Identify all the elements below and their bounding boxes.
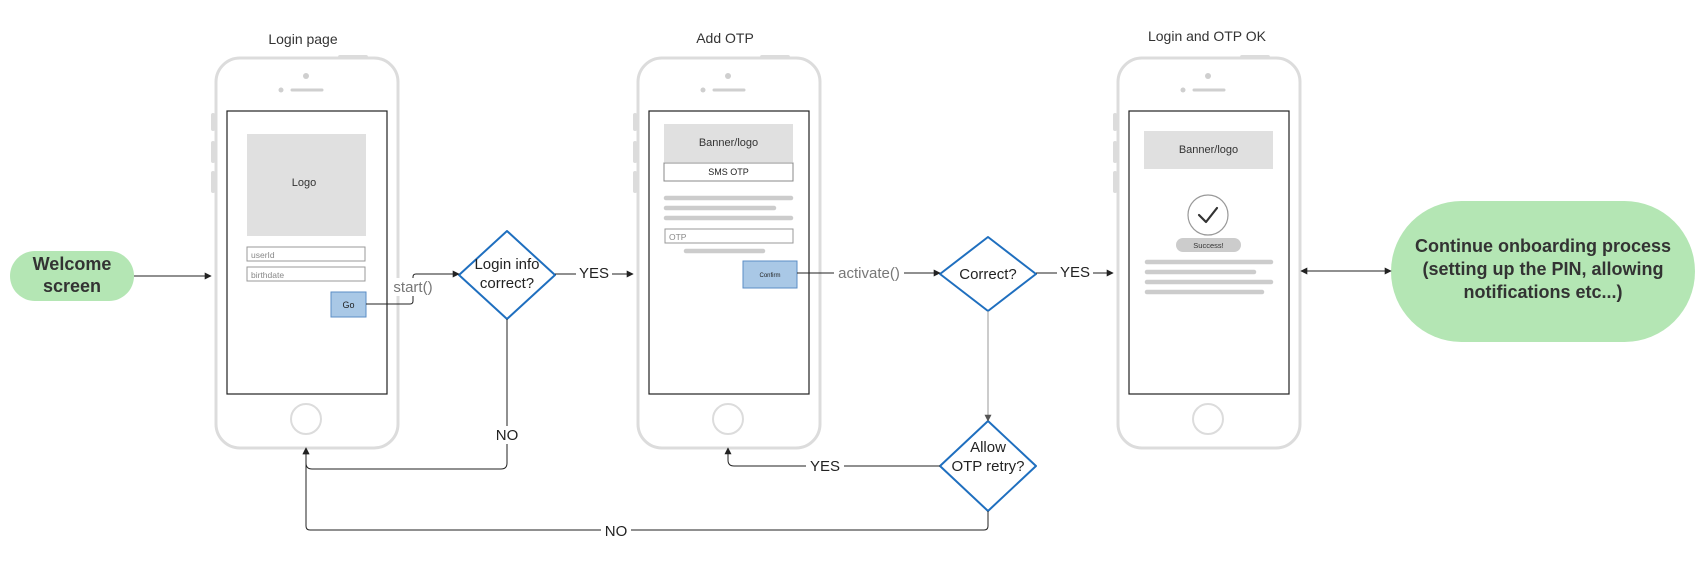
- decision-allow-retry-line-1: Allow: [970, 439, 1006, 456]
- edge-retry-no: [302, 447, 989, 531]
- edge-label-yes-correct: YES: [1060, 264, 1090, 281]
- edge-label-no-login: NO: [496, 427, 519, 444]
- decision-login-info-line-2: correct?: [480, 275, 534, 292]
- confirm-button[interactable]: [742, 260, 798, 289]
- banner-logo-label: Banner/logo: [1179, 144, 1238, 156]
- add-otp-mockup: Add OTP Banner/logo SMS OTP OTP Confirm: [633, 30, 822, 450]
- add-otp-title: Add OTP: [696, 30, 754, 46]
- welcome-line-1: Welcome: [33, 254, 112, 274]
- go-button[interactable]: [330, 291, 367, 318]
- confirm-button-label: Confirm: [759, 273, 780, 279]
- edge-label-bg: [806, 456, 844, 474]
- phone-side-button: [1113, 113, 1117, 131]
- banner-logo-label: Banner/logo: [699, 137, 758, 149]
- edge-label-bg: [392, 278, 434, 296]
- phone-home-button[interactable]: [1192, 403, 1224, 435]
- login-page-title: Login page: [268, 31, 338, 47]
- logo-placeholder: [247, 134, 366, 236]
- edge-label-yes-retry: YES: [810, 458, 840, 475]
- check-icon: [1187, 194, 1229, 236]
- login-otp-ok-title: Login and OTP OK: [1148, 28, 1267, 44]
- phone-camera: [725, 73, 731, 79]
- phone-side-button: [211, 141, 215, 163]
- decision-correct: Correct?: [939, 236, 1037, 312]
- edge-label-bg: [601, 521, 631, 539]
- continue-line-1: Continue onboarding process: [1415, 236, 1671, 256]
- phone-side-button: [633, 113, 637, 131]
- edge-label-bg: [1057, 263, 1093, 281]
- phone-side-button: [1113, 141, 1117, 163]
- phone-home-button[interactable]: [712, 403, 744, 435]
- decision-login-info-line-1: Login info: [474, 256, 539, 273]
- login-page-mockup: Login page Logo userId birthdate Go: [211, 31, 400, 450]
- edge-label-start: start(): [393, 279, 432, 296]
- phone-side-button: [1113, 171, 1117, 193]
- phone-side-button: [633, 141, 637, 163]
- edge-label-activate: activate(): [838, 265, 900, 282]
- login-otp-ok-mockup: Login and OTP OK Banner/logo Success!: [1113, 28, 1302, 450]
- success-badge: [1176, 238, 1241, 252]
- phone-camera: [303, 73, 309, 79]
- banner-logo-placeholder: [664, 124, 793, 162]
- continue-line-3: notifications etc...): [1463, 282, 1622, 302]
- welcome-line-2: screen: [43, 276, 101, 296]
- success-badge-label: Success!: [1193, 241, 1223, 250]
- continue-terminal: Continue onboarding process (setting up …: [1391, 201, 1695, 342]
- phone-side-button: [211, 171, 215, 193]
- edge-label-bg: [576, 264, 612, 282]
- otp-placeholder: OTP: [669, 232, 687, 242]
- edge-label-bg: [493, 426, 521, 444]
- phone-side-button: [633, 171, 637, 193]
- edge-label-no-retry: NO: [605, 523, 628, 540]
- phone-camera: [1205, 73, 1211, 79]
- decision-allow-retry: Allow OTP retry?: [939, 420, 1037, 512]
- edge-label-yes-login: YES: [579, 265, 609, 282]
- phone-home-button[interactable]: [290, 403, 322, 435]
- logo-label: Logo: [292, 177, 316, 189]
- birthdate-input[interactable]: [246, 266, 366, 282]
- phone-side-button: [211, 113, 215, 131]
- continue-line-2: (setting up the PIN, allowing: [1423, 259, 1664, 279]
- birthdate-placeholder: birthdate: [251, 270, 284, 280]
- phone-sensor: [278, 87, 284, 93]
- otp-input[interactable]: [664, 228, 794, 244]
- phone-sensor: [1180, 87, 1186, 93]
- userid-placeholder: userId: [251, 250, 275, 260]
- sms-otp-box: [663, 162, 794, 182]
- phone-sensor: [700, 87, 706, 93]
- decision-login-info: Login info correct?: [458, 230, 556, 320]
- userid-input[interactable]: [246, 246, 366, 262]
- go-button-label: Go: [342, 300, 354, 310]
- welcome-terminal: Welcome screen: [10, 251, 134, 301]
- edge-retry-yes: [724, 447, 940, 467]
- edge-label-bg: [834, 263, 904, 281]
- banner-logo-placeholder: [1144, 131, 1273, 169]
- decision-allow-retry-line-2: OTP retry?: [951, 458, 1024, 475]
- decision-correct-line-1: Correct?: [959, 266, 1017, 283]
- sms-otp-label: SMS OTP: [708, 167, 749, 177]
